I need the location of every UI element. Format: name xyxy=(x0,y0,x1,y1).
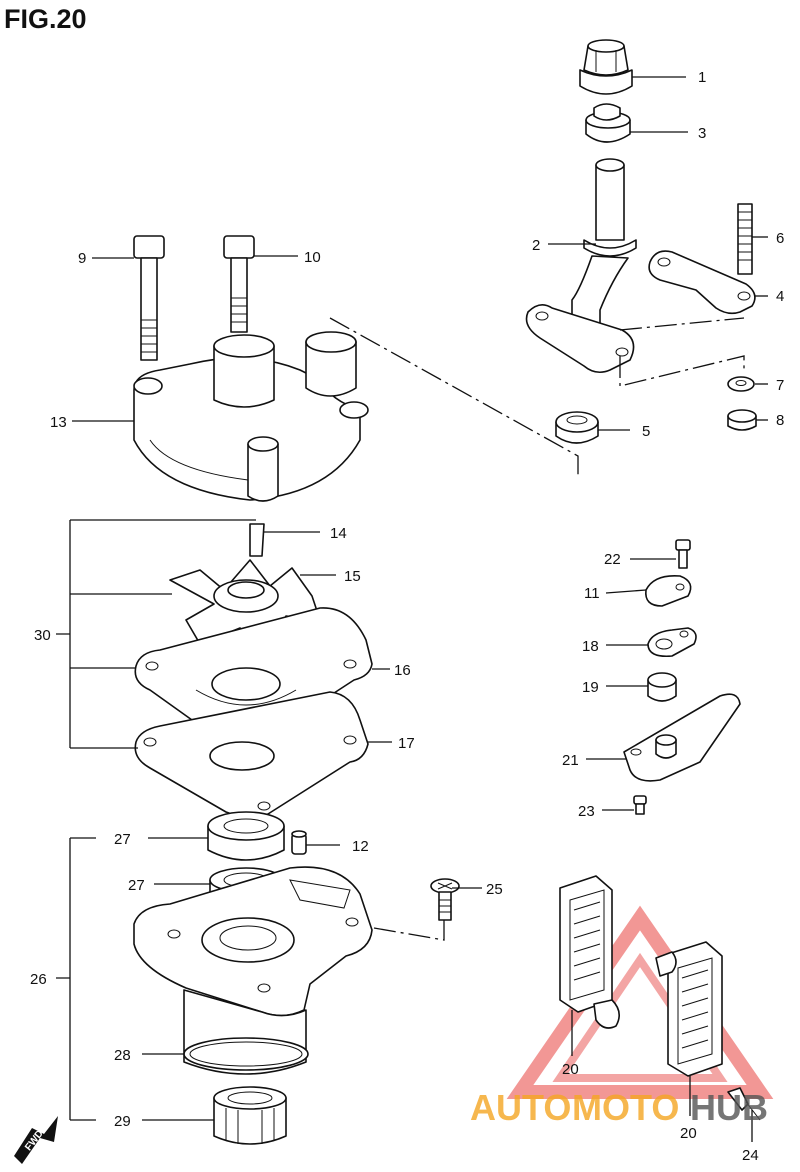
part-21-bracket xyxy=(623,693,741,782)
callout-7: 7 xyxy=(776,377,784,394)
part-25-screw xyxy=(430,878,460,921)
callout-5: 5 xyxy=(642,423,650,440)
callout-4: 4 xyxy=(776,288,784,305)
callout-21: 21 xyxy=(562,752,579,769)
part-20-anode-left xyxy=(559,875,620,1029)
part-19-plug xyxy=(647,672,677,702)
callout-27a: 27 xyxy=(114,831,131,848)
callout-labels: 1 3 2 6 4 5 7 8 9 10 13 14 15 30 16 17 2… xyxy=(30,69,784,1164)
callout-19: 19 xyxy=(582,679,599,696)
callout-27b: 27 xyxy=(128,877,145,894)
callout-29: 29 xyxy=(114,1113,131,1130)
callout-8: 8 xyxy=(776,412,784,429)
part-13-pump-case xyxy=(133,331,369,502)
part-9-bolt xyxy=(133,235,165,361)
part-20-anode-right xyxy=(655,941,723,1077)
part-3-seal xyxy=(585,103,631,143)
callout-1: 1 xyxy=(698,69,706,86)
callout-3: 3 xyxy=(698,125,706,142)
callout-14: 14 xyxy=(330,525,347,542)
callout-13: 13 xyxy=(50,414,67,431)
part-12-dowel-pin xyxy=(291,830,307,855)
watermark-logo xyxy=(506,905,774,1099)
part-11-cover xyxy=(645,574,692,607)
svg-text:HUB: HUB xyxy=(690,1087,768,1128)
part-4-plate xyxy=(648,250,756,315)
callout-10: 10 xyxy=(304,249,321,266)
callout-16: 16 xyxy=(394,662,411,679)
svg-text:MOTO: MOTO xyxy=(572,1087,679,1128)
callout-17: 17 xyxy=(398,735,415,752)
part-6-stud xyxy=(737,203,753,275)
callout-18: 18 xyxy=(582,638,599,655)
part-8-nut xyxy=(727,409,757,431)
leader-lines xyxy=(56,76,768,1142)
callout-6: 6 xyxy=(776,230,784,247)
part-29-bearing xyxy=(213,1086,287,1145)
watermark-text: AUTO MOTO HUB xyxy=(470,1087,768,1128)
part-17-gasket xyxy=(134,691,369,818)
part-14-key xyxy=(249,523,265,557)
part-1-grommet-nut xyxy=(579,39,633,95)
part-27-oil-seal-upper xyxy=(207,811,285,861)
callout-11: 11 xyxy=(584,585,600,602)
fwd-arrow-icon: FWD xyxy=(14,1116,58,1164)
callout-12: 12 xyxy=(352,838,369,855)
svg-text:AUTO: AUTO xyxy=(470,1087,571,1128)
part-16-pump-plate xyxy=(134,607,373,745)
callout-22: 22 xyxy=(604,551,621,568)
part-28-o-ring xyxy=(183,1037,309,1071)
part-18-gasket xyxy=(647,627,697,658)
part-22-screw xyxy=(675,539,691,569)
part-7-washer xyxy=(727,376,755,392)
part-5-grommet xyxy=(555,411,599,444)
part-2-water-tube xyxy=(525,158,637,374)
callout-15: 15 xyxy=(344,568,361,585)
callout-23: 23 xyxy=(578,803,595,820)
callout-30: 30 xyxy=(34,627,51,644)
callout-20b: 20 xyxy=(680,1125,697,1142)
part-23-screw xyxy=(633,795,647,815)
callout-20a: 20 xyxy=(562,1061,579,1078)
callout-9: 9 xyxy=(78,250,86,267)
figure-title: FIG.20 xyxy=(4,4,87,34)
assembly-lines xyxy=(329,317,745,941)
part-24-screw xyxy=(727,1087,761,1121)
callout-25: 25 xyxy=(486,881,503,898)
part-10-bolt xyxy=(223,235,255,333)
svg-text:FWD: FWD xyxy=(23,1128,46,1153)
callout-2: 2 xyxy=(532,237,540,254)
callout-24: 24 xyxy=(742,1147,759,1164)
callout-28: 28 xyxy=(114,1047,131,1064)
callout-26: 26 xyxy=(30,971,47,988)
